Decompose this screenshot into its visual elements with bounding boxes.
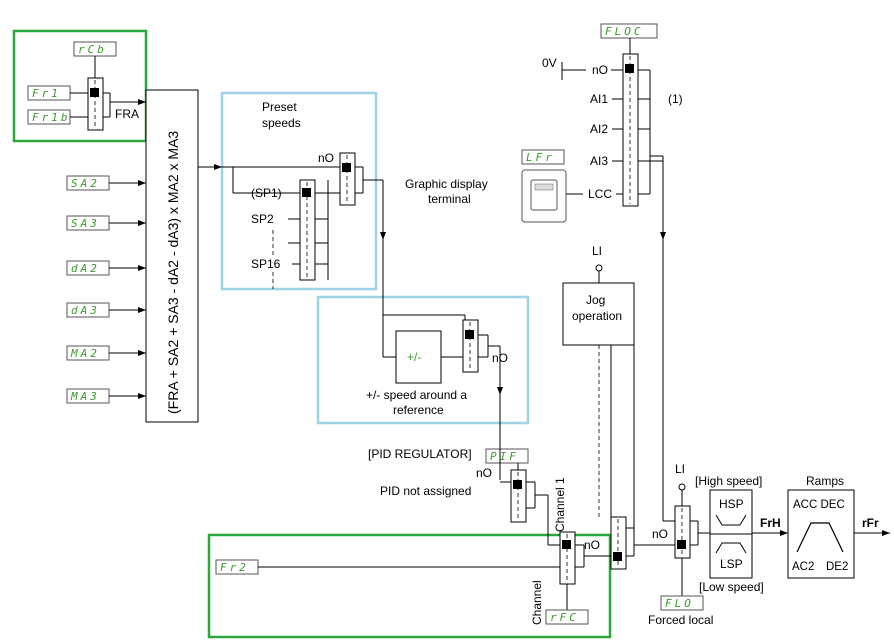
switch-preset-output bbox=[339, 152, 356, 206]
code-ma3: MA3 bbox=[66, 388, 110, 404]
lcc-label: LCC bbox=[588, 187, 612, 201]
plus-minus-caption-2: reference bbox=[393, 403, 444, 417]
switch-plus-minus-output bbox=[462, 319, 479, 373]
forced-li-label: LI bbox=[675, 462, 685, 476]
switch-pid bbox=[510, 469, 527, 523]
graphic-terminal-icon bbox=[521, 169, 567, 223]
sp2-label: SP2 bbox=[251, 212, 274, 226]
pid-no-label: nO bbox=[476, 466, 492, 480]
code-floc: FLOC bbox=[600, 23, 658, 39]
channel-no-label: nO bbox=[584, 538, 600, 552]
svg-text:LFr: LFr bbox=[526, 151, 555, 164]
svg-text:Fr1b: Fr1b bbox=[32, 111, 71, 124]
summing-block: (FRA + SA2 + SA3 - dA2 - dA3) x MA2 x MA… bbox=[145, 89, 199, 423]
sp1-label: (SP1) bbox=[251, 186, 282, 200]
code-rfc: rFC bbox=[545, 609, 589, 625]
pid-regulator-label: [PID REGULATOR] bbox=[368, 447, 472, 461]
svg-text:operation: operation bbox=[572, 309, 622, 323]
graphic-display-label-1: Graphic display bbox=[405, 177, 488, 191]
svg-text:PIF: PIF bbox=[490, 450, 519, 463]
channel-1-input-frame bbox=[12, 29, 148, 143]
svg-text:SA3: SA3 bbox=[71, 217, 100, 230]
frh-label: FrH bbox=[760, 516, 781, 530]
switch-channel bbox=[559, 531, 576, 585]
svg-text:Fr1: Fr1 bbox=[32, 87, 61, 100]
code-pif: PIF bbox=[485, 448, 529, 464]
forced-no-label: nO bbox=[652, 527, 668, 541]
svg-text:ACC DEC: ACC DEC bbox=[793, 499, 845, 511]
svg-text:dA2: dA2 bbox=[71, 262, 100, 275]
note-1-label: (1) bbox=[668, 92, 683, 106]
fra-label: FRA bbox=[115, 107, 139, 121]
code-fr1: Fr1 bbox=[27, 85, 71, 101]
ai1-label: AI1 bbox=[590, 92, 608, 106]
channel-1-label: Channel 1 bbox=[553, 477, 567, 532]
code-fr2: Fr2 bbox=[215, 559, 259, 575]
svg-text:rFC: rFC bbox=[550, 611, 579, 624]
code-rcb: rCb bbox=[73, 41, 117, 57]
code-sa2: SA2 bbox=[66, 175, 110, 191]
svg-text:LSP: LSP bbox=[720, 557, 743, 571]
preset-no-label: nO bbox=[318, 151, 334, 165]
svg-text:(FRA + SA2 + SA3 - dA2 - dA3): (FRA + SA2 + SA3 - dA2 - dA3) x MA2 x MA… bbox=[165, 131, 181, 414]
channel-label: Channel bbox=[530, 580, 544, 625]
preset-speeds-frame bbox=[220, 91, 378, 291]
svg-text:AC2: AC2 bbox=[792, 561, 814, 573]
svg-text:SA2: SA2 bbox=[71, 177, 100, 190]
rfr-label: rFr bbox=[862, 516, 879, 530]
switch-fr1-selector bbox=[87, 77, 104, 131]
svg-text:+/-: +/- bbox=[407, 350, 421, 364]
floc-no-label: nO bbox=[592, 63, 608, 77]
low-speed-label: [Low speed] bbox=[699, 580, 764, 594]
forced-local-label: Forced local bbox=[648, 613, 713, 627]
svg-text:Fr2: Fr2 bbox=[220, 561, 249, 574]
svg-text:dA3: dA3 bbox=[71, 304, 100, 317]
ramps-block: ACC DEC AC2 DE2 bbox=[787, 489, 855, 579]
svg-text:FLO: FLO bbox=[665, 597, 694, 610]
ai2-label: AI2 bbox=[590, 122, 608, 136]
high-speed-label: [High speed] bbox=[695, 474, 762, 488]
code-da3: dA3 bbox=[66, 302, 110, 318]
ramps-label: Ramps bbox=[806, 474, 844, 488]
svg-text:FLOC: FLOC bbox=[605, 25, 644, 38]
sp16-label: SP16 bbox=[251, 257, 281, 271]
jog-operation-block: Jog operation bbox=[562, 282, 635, 346]
graphic-display-label-2: terminal bbox=[428, 192, 471, 206]
zero-v-label: 0V bbox=[542, 56, 557, 70]
switch-jog bbox=[610, 516, 627, 570]
svg-text:HSP: HSP bbox=[719, 497, 744, 511]
jog-li-label: LI bbox=[592, 244, 602, 258]
svg-text:DE2: DE2 bbox=[826, 561, 848, 573]
switch-forced-local bbox=[674, 505, 691, 559]
channel-2-frame bbox=[207, 533, 612, 639]
speed-limit-block: HSP LSP bbox=[709, 489, 753, 579]
switch-sp-selector bbox=[299, 179, 316, 281]
svg-text:rCb: rCb bbox=[78, 43, 107, 56]
code-flo: FLO bbox=[660, 595, 704, 611]
plus-minus-caption-1: +/- speed around a bbox=[366, 388, 467, 402]
pid-not-assigned-label: PID not assigned bbox=[380, 484, 471, 498]
code-sa3: SA3 bbox=[66, 215, 110, 231]
code-ma2: MA2 bbox=[66, 345, 110, 361]
preset-speeds-label-2: speeds bbox=[262, 116, 301, 130]
ai3-label: AI3 bbox=[590, 154, 608, 168]
plus-minus-block: +/- bbox=[395, 330, 442, 384]
code-da2: dA2 bbox=[66, 260, 110, 276]
switch-floc bbox=[622, 53, 639, 207]
svg-text:MA3: MA3 bbox=[70, 390, 100, 403]
code-lfr: LFr bbox=[521, 149, 565, 165]
svg-text:MA2: MA2 bbox=[70, 347, 100, 360]
plus-minus-speed-frame bbox=[316, 295, 530, 425]
preset-speeds-label-1: Preset bbox=[262, 100, 297, 114]
svg-text:Jog: Jog bbox=[586, 293, 605, 307]
code-fr1b: Fr1b bbox=[27, 109, 71, 125]
